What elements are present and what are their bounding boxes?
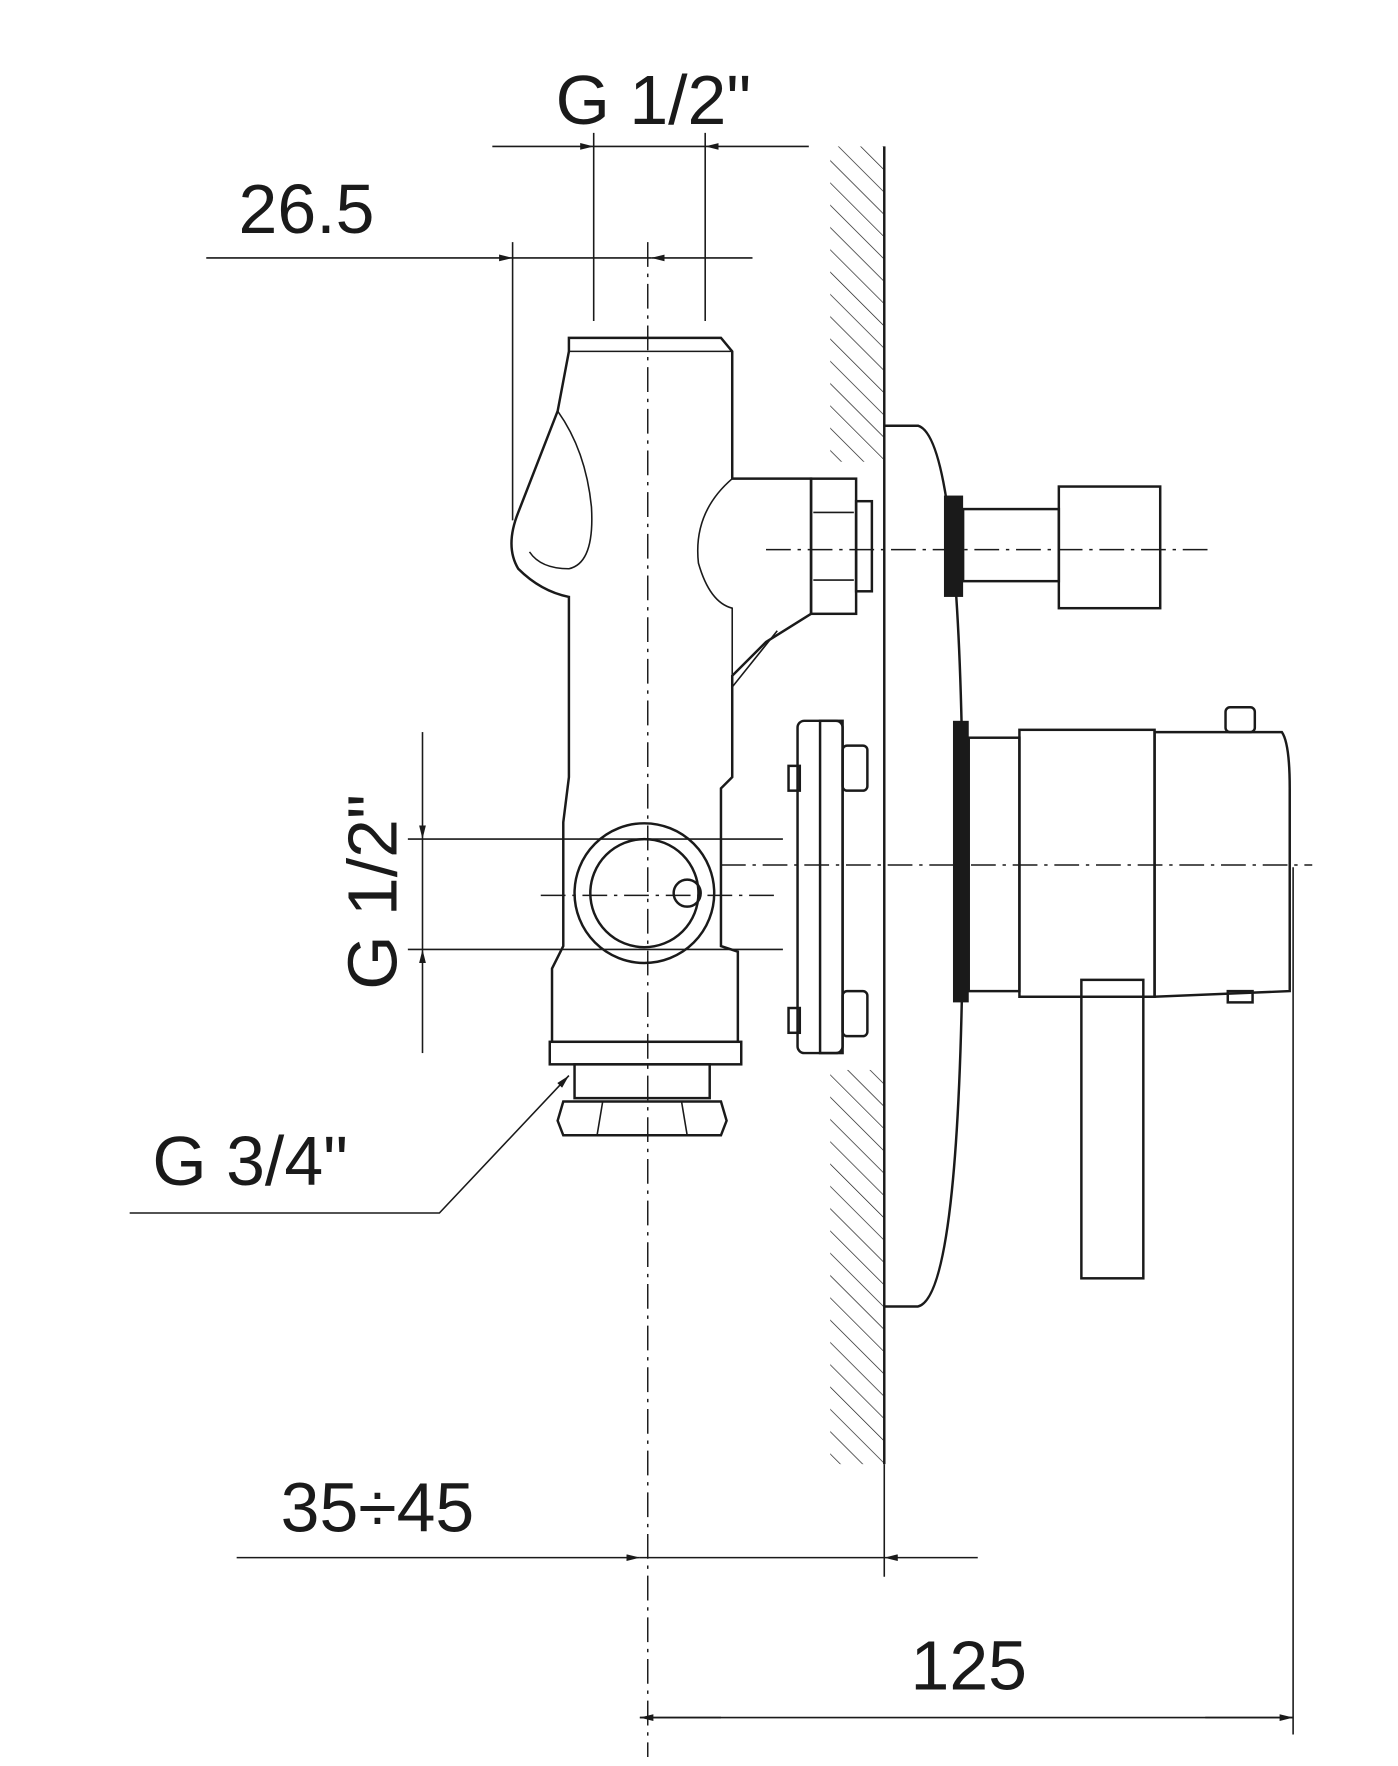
dim-offset: 26.5 <box>206 170 753 521</box>
dim-wall-depth: 35÷45 <box>236 1464 978 1577</box>
label-side-thread: G 1/2" <box>334 794 412 990</box>
thermostat-handle <box>952 706 1291 1280</box>
label-overall-depth: 125 <box>911 1626 1027 1704</box>
label-top-thread: G 1/2" <box>556 61 752 139</box>
wall <box>830 146 886 1465</box>
label-wall-depth: 35÷45 <box>281 1469 475 1547</box>
label-offset: 26.5 <box>239 170 375 248</box>
label-bottom-thread: G 3/4" <box>152 1122 348 1200</box>
valve-body <box>510 336 874 1137</box>
centerlines <box>540 242 1313 1757</box>
dim-top-thread: G 1/2" <box>492 61 809 321</box>
mounting-flange <box>787 719 869 1055</box>
dim-side-thread: G 1/2" <box>334 732 783 1054</box>
dim-overall-depth: 125 <box>639 867 1294 1735</box>
diverter-knob <box>943 485 1162 610</box>
dim-bottom-thread: G 3/4" <box>129 1075 570 1214</box>
